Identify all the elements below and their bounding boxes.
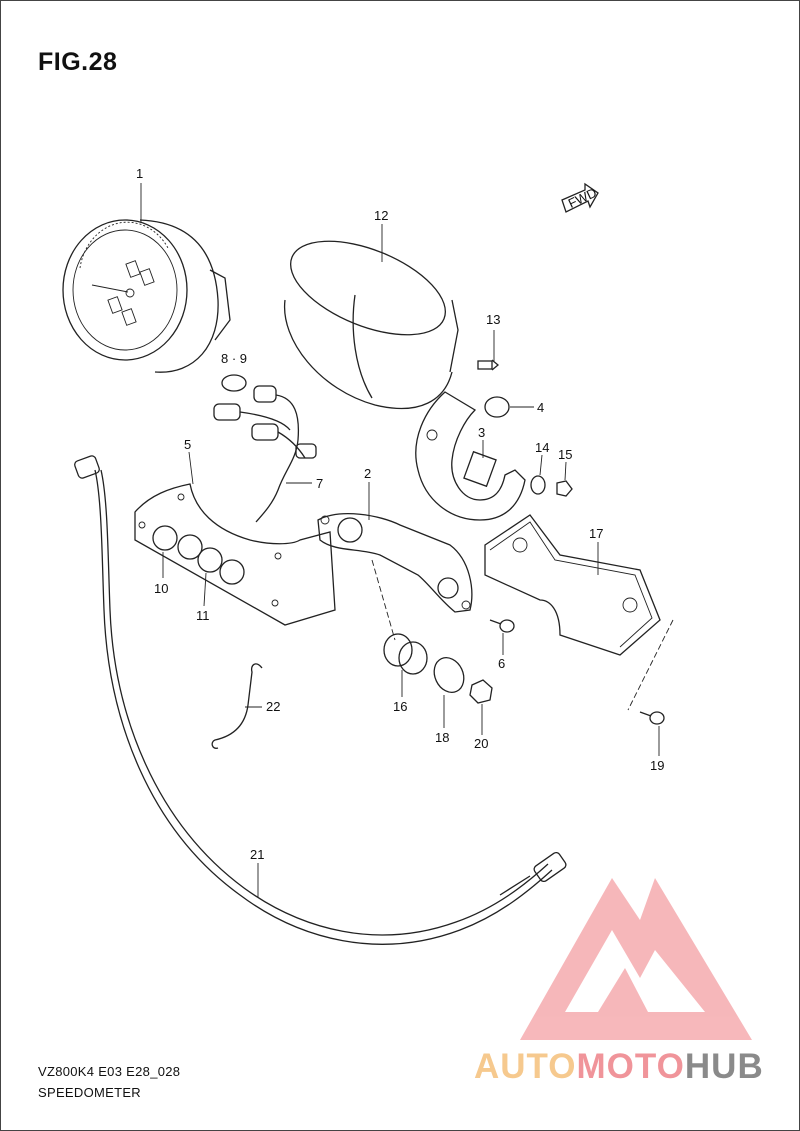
- callout-6: 6: [498, 656, 505, 671]
- callout-4: 4: [537, 400, 544, 415]
- speedometer-gauge: [62, 219, 231, 373]
- mounting-plate: [317, 513, 473, 613]
- nut-20: [469, 679, 493, 704]
- wordmark-part-moto: MOTO: [576, 1047, 685, 1086]
- callout-8-9: 8 · 9: [221, 351, 247, 366]
- section-name: SPEEDOMETER: [38, 1085, 141, 1100]
- wire-clip-22: [211, 663, 263, 749]
- callout-18: 18: [435, 730, 449, 745]
- gauge-bracket: [415, 391, 526, 521]
- callout-20: 20: [474, 736, 488, 751]
- callout-17: 17: [589, 526, 603, 541]
- screw-13: [477, 359, 500, 371]
- callout-labels: 1 2 3 4 5 6 7 8 · 9 10 11 12 13 14 15 16…: [136, 166, 664, 862]
- callout-13: 13: [486, 312, 500, 327]
- watermark-wordmark: AUTOMOTOHUB: [474, 1047, 764, 1087]
- callout-21: 21: [250, 847, 264, 862]
- washer-18: [433, 656, 465, 694]
- model-code: VZ800K4 E03 E28_028: [38, 1064, 181, 1079]
- callout-11: 11: [196, 608, 210, 623]
- callout-10: 10: [154, 581, 168, 596]
- figure-title: FIG.28: [38, 48, 118, 76]
- callout-14: 14: [535, 440, 549, 455]
- screw-6: [489, 619, 515, 633]
- bulb-sockets-and-harness: [213, 374, 317, 523]
- callout-5: 5: [184, 437, 191, 452]
- callout-22: 22: [266, 699, 280, 714]
- callout-15: 15: [558, 447, 572, 462]
- callout-16: 16: [393, 699, 407, 714]
- rear-cover-plate: [484, 514, 661, 656]
- wordmark-part-auto: AUTO: [474, 1047, 577, 1086]
- callout-2: 2: [364, 466, 371, 481]
- fwd-label: FWD: [566, 185, 599, 211]
- callout-12: 12: [374, 208, 388, 223]
- nut-15: [556, 480, 573, 497]
- watermark-logo-icon: [520, 878, 752, 1040]
- fwd-arrow-icon: FWD: [561, 182, 599, 213]
- callout-1: 1: [136, 166, 143, 181]
- wordmark-part-hub: HUB: [684, 1047, 764, 1086]
- leader-lines: [140, 183, 674, 898]
- screw-19: [639, 711, 665, 725]
- speedometer-cable-21: [74, 455, 567, 945]
- callout-19: 19: [650, 758, 664, 773]
- washer-14: [530, 475, 546, 495]
- gauge-cover: [283, 240, 459, 410]
- callout-7: 7: [316, 476, 323, 491]
- grommet-4: [484, 396, 510, 418]
- damper-16: [383, 633, 428, 675]
- callout-3: 3: [478, 425, 485, 440]
- indicator-housing: [134, 483, 336, 626]
